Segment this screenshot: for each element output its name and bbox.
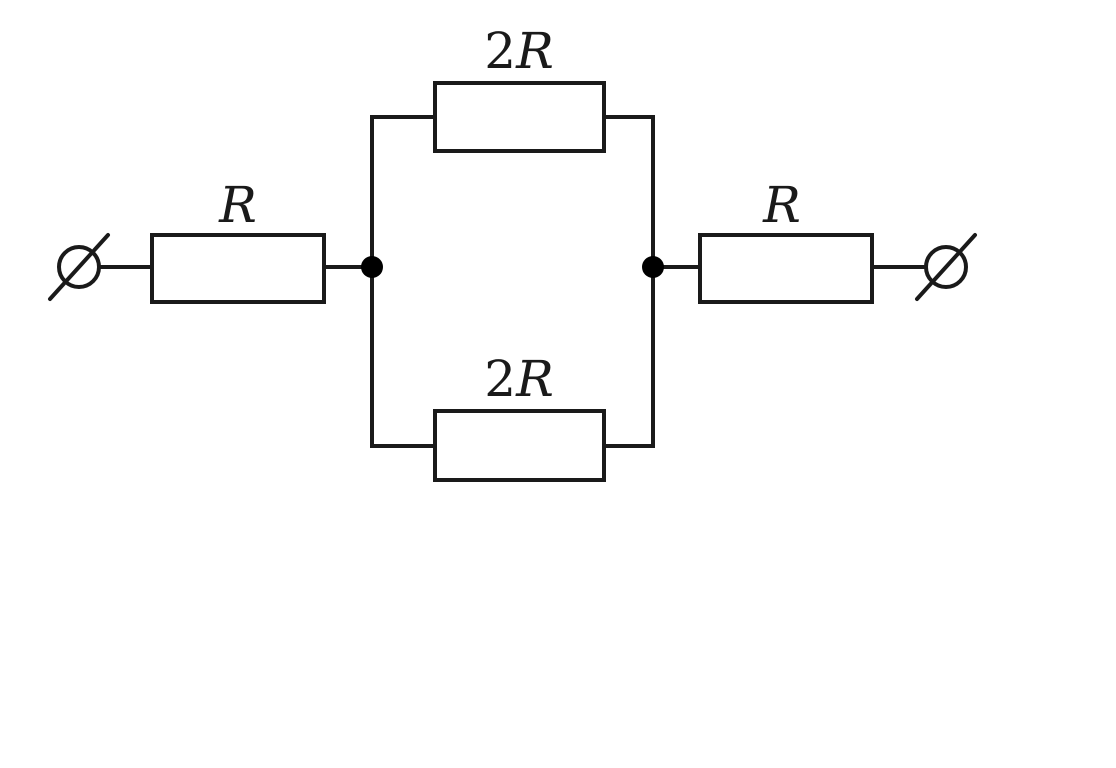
wires — [98, 115, 927, 448]
resistor-left — [150, 233, 326, 304]
resistor-right-label-sym: R — [762, 176, 801, 234]
terminal-left-slash — [48, 233, 110, 301]
resistor-right-label: R — [762, 176, 801, 234]
wire-left-branch-top — [370, 115, 437, 269]
resistor-top-label-sym: R — [515, 22, 554, 80]
terminal-right-slash — [915, 233, 977, 301]
wire-right-branch-bottom — [602, 265, 655, 448]
resistor-left-label: R — [218, 176, 257, 234]
terminal-left — [48, 233, 110, 301]
resistor-bottom-label: 2R — [484, 350, 553, 408]
wire-right-branch-top — [602, 115, 655, 269]
resistor-top-label: 2R — [484, 22, 553, 80]
resistor-left-label-sym: R — [218, 176, 257, 234]
terminal-right — [915, 233, 977, 301]
resistor-bottom — [433, 409, 606, 482]
resistor-top — [433, 81, 606, 153]
resistor-top-label-num: 2 — [484, 22, 516, 80]
wire-left-branch-bottom — [370, 265, 437, 448]
junction-node-right — [642, 256, 664, 278]
junction-node-left — [361, 256, 383, 278]
resistor-bottom-label-sym: R — [515, 350, 554, 408]
resistor-bottom-label-num: 2 — [484, 350, 516, 408]
resistor-right — [698, 233, 874, 304]
